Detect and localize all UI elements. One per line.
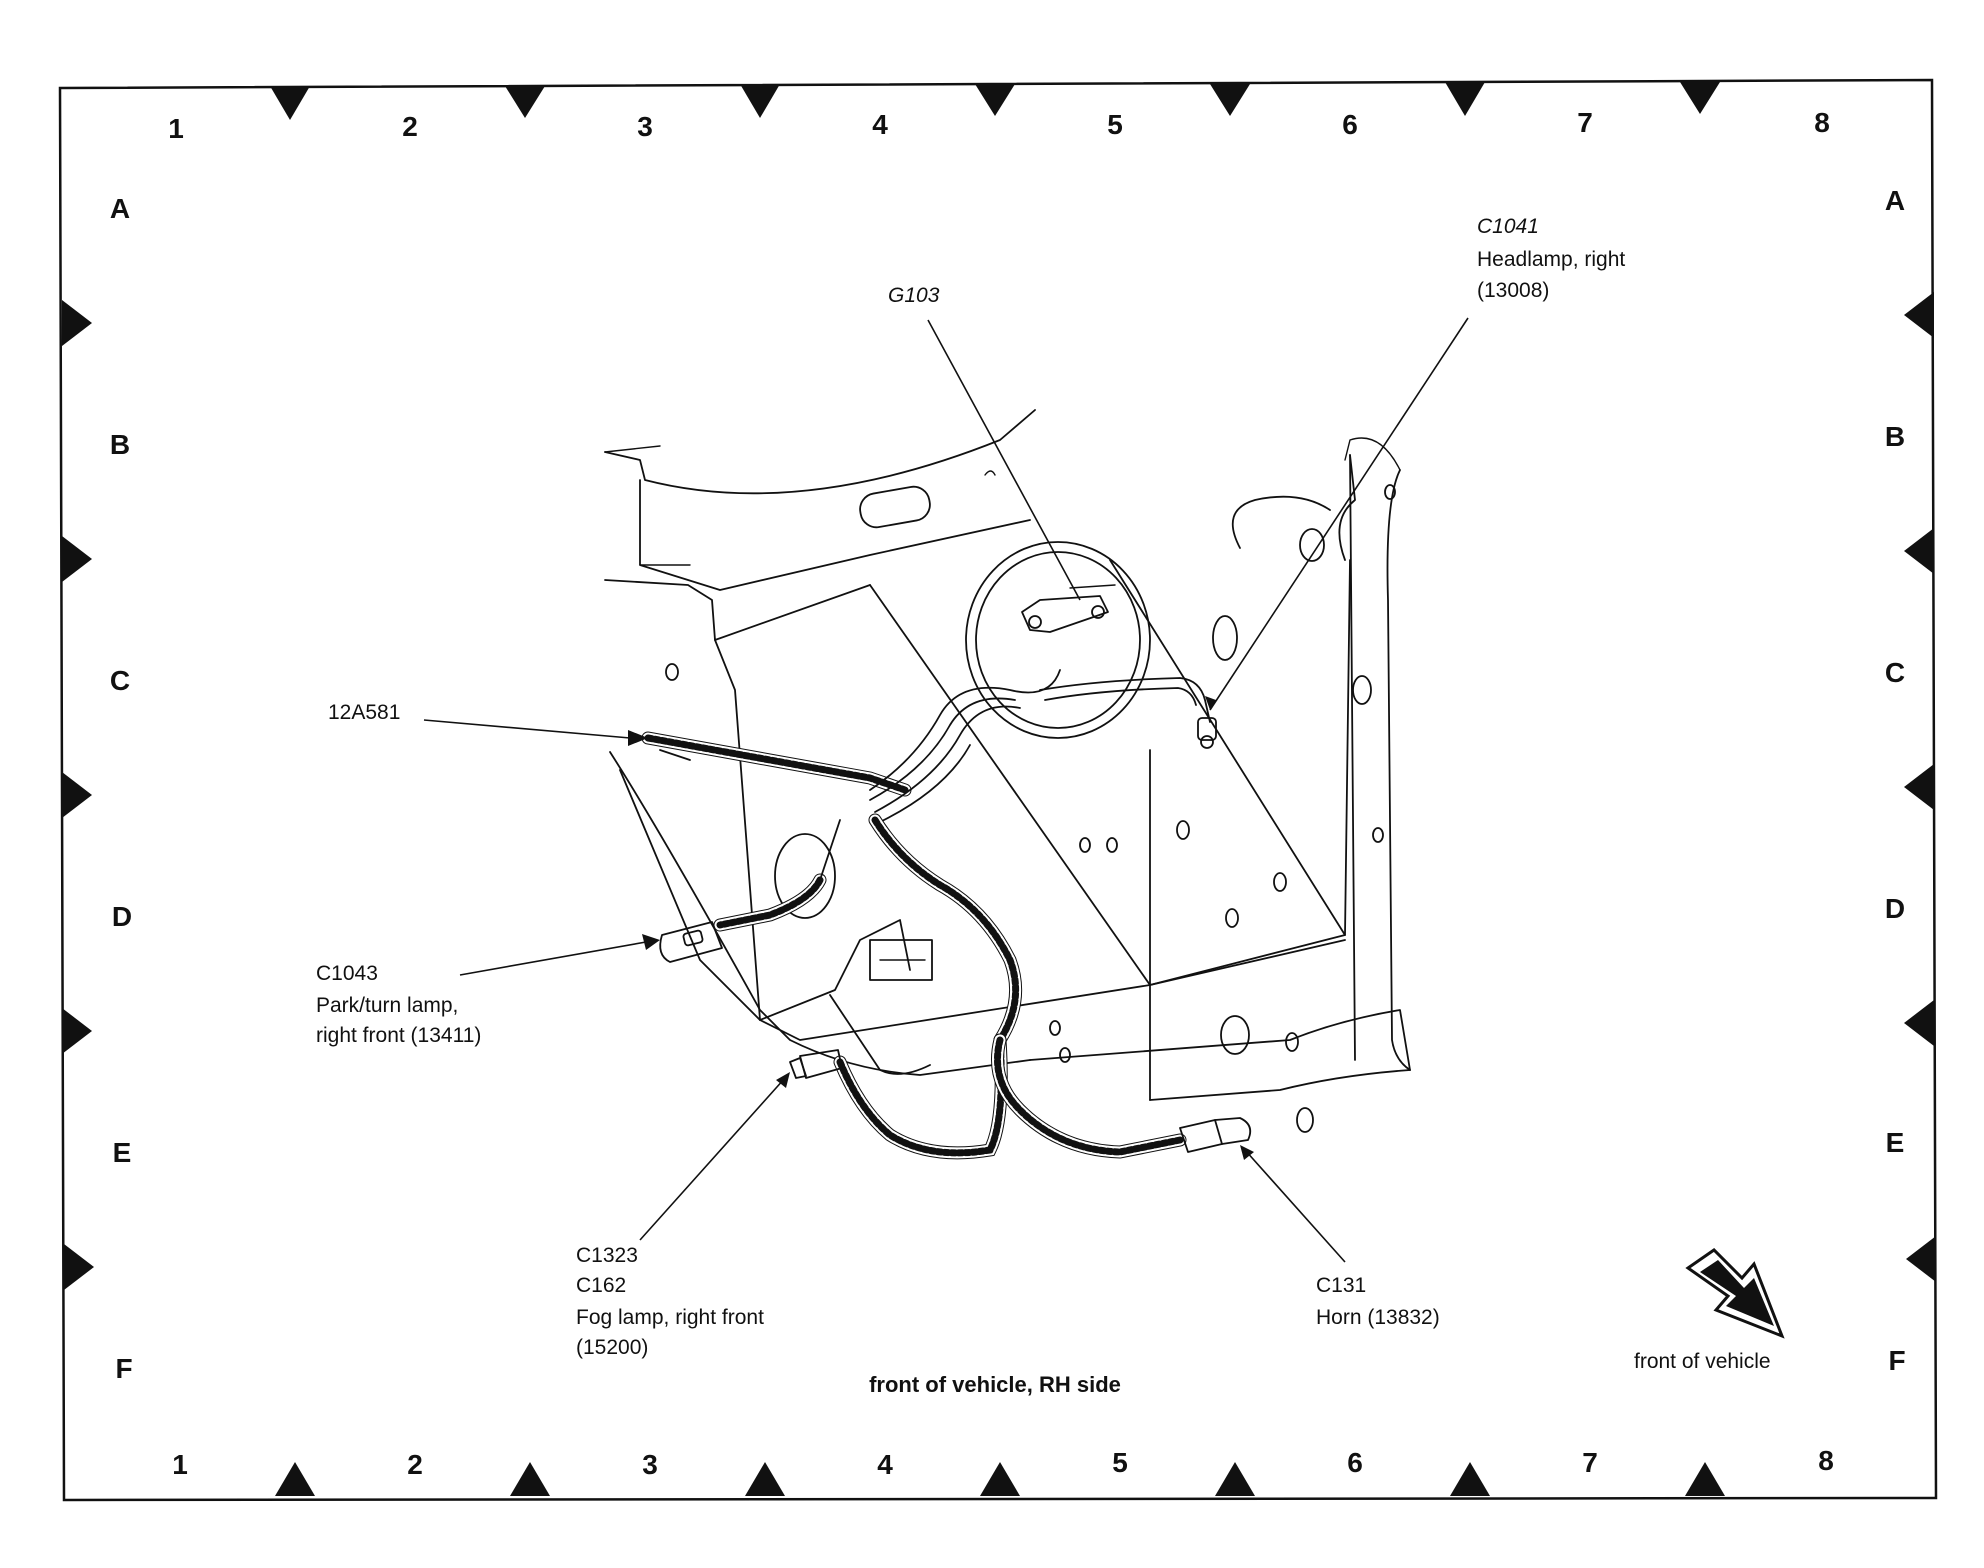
grid-row-left-E: E	[113, 1137, 132, 1168]
label-park-turn: Park/turn lamp,	[316, 994, 458, 1017]
grid-col-top-1: 1	[168, 113, 184, 144]
grid-markers-bottom	[275, 1462, 1725, 1496]
front-direction-arrow-icon	[1685, 1248, 1785, 1339]
grid-row-right-A: A	[1885, 185, 1905, 216]
grid-columns-top: 1 2 3 4 5 6 7 8	[168, 107, 1830, 144]
grid-col-bottom-3: 3	[642, 1449, 658, 1480]
grid-col-top-3: 3	[637, 111, 653, 142]
grid-col-bottom-2: 2	[407, 1449, 423, 1480]
grid-rows-left: A B C D E F	[110, 193, 133, 1384]
grid-row-left-D: D	[112, 901, 132, 932]
label-c1323: C1323	[576, 1244, 638, 1267]
grid-col-bottom-5: 5	[1112, 1447, 1128, 1478]
grid-row-left-F: F	[115, 1353, 132, 1384]
grid-col-bottom-4: 4	[877, 1449, 893, 1480]
grid-col-top-5: 5	[1107, 109, 1123, 140]
grid-row-left-A: A	[110, 193, 130, 224]
grid-markers-top	[270, 82, 1720, 120]
leader-lines	[423, 317, 1469, 1263]
diagram-caption: front of vehicle, RH side	[869, 1372, 1121, 1397]
grid-col-top-8: 8	[1814, 107, 1830, 138]
label-headlamp: Headlamp, right	[1477, 248, 1625, 271]
label-g103: G103	[888, 284, 940, 307]
label-fog-part: (15200)	[576, 1336, 648, 1359]
grid-row-right-D: D	[1885, 893, 1905, 924]
grid-col-top-7: 7	[1577, 107, 1593, 138]
grid-markers-right	[1904, 292, 1936, 1282]
grid-row-left-C: C	[110, 665, 130, 696]
label-fog-lamp: Fog lamp, right front	[576, 1306, 764, 1329]
callouts: G103 C1041 Headlamp, right (13008) 12A58…	[316, 215, 1771, 1373]
grid-markers-left	[62, 300, 94, 1290]
grid-col-bottom-1: 1	[172, 1449, 188, 1480]
label-c1043: C1043	[316, 962, 378, 985]
grid-col-bottom-8: 8	[1818, 1445, 1834, 1476]
label-park-turn-location: right front (13411)	[316, 1024, 481, 1047]
grid-row-right-E: E	[1886, 1127, 1905, 1158]
grid-row-right-C: C	[1885, 657, 1905, 688]
label-headlamp-part: (13008)	[1477, 279, 1549, 302]
label-c131: C131	[1316, 1274, 1366, 1297]
label-c1041: C1041	[1477, 215, 1539, 238]
label-harness-12a581: 12A581	[328, 701, 400, 724]
label-c162: C162	[576, 1274, 626, 1297]
grid-rows-right: A B C D E F	[1885, 185, 1906, 1376]
grid-col-top-2: 2	[402, 111, 418, 142]
grid-row-right-B: B	[1885, 421, 1905, 452]
grid-col-bottom-6: 6	[1347, 1447, 1363, 1478]
grid-row-right-F: F	[1888, 1345, 1905, 1376]
grid-row-left-B: B	[110, 429, 130, 460]
vehicle-body-illustration	[604, 409, 1411, 1133]
grid-col-top-6: 6	[1342, 109, 1358, 140]
diagram-frame	[58, 78, 1938, 1502]
grid-columns-bottom: 1 2 3 4 5 6 7 8	[172, 1445, 1834, 1480]
grid-col-top-4: 4	[872, 109, 888, 140]
label-horn: Horn (13832)	[1316, 1306, 1440, 1329]
wiring-harness	[641, 669, 1252, 1160]
label-front-of-vehicle: front of vehicle	[1634, 1350, 1771, 1373]
grid-col-bottom-7: 7	[1582, 1447, 1598, 1478]
